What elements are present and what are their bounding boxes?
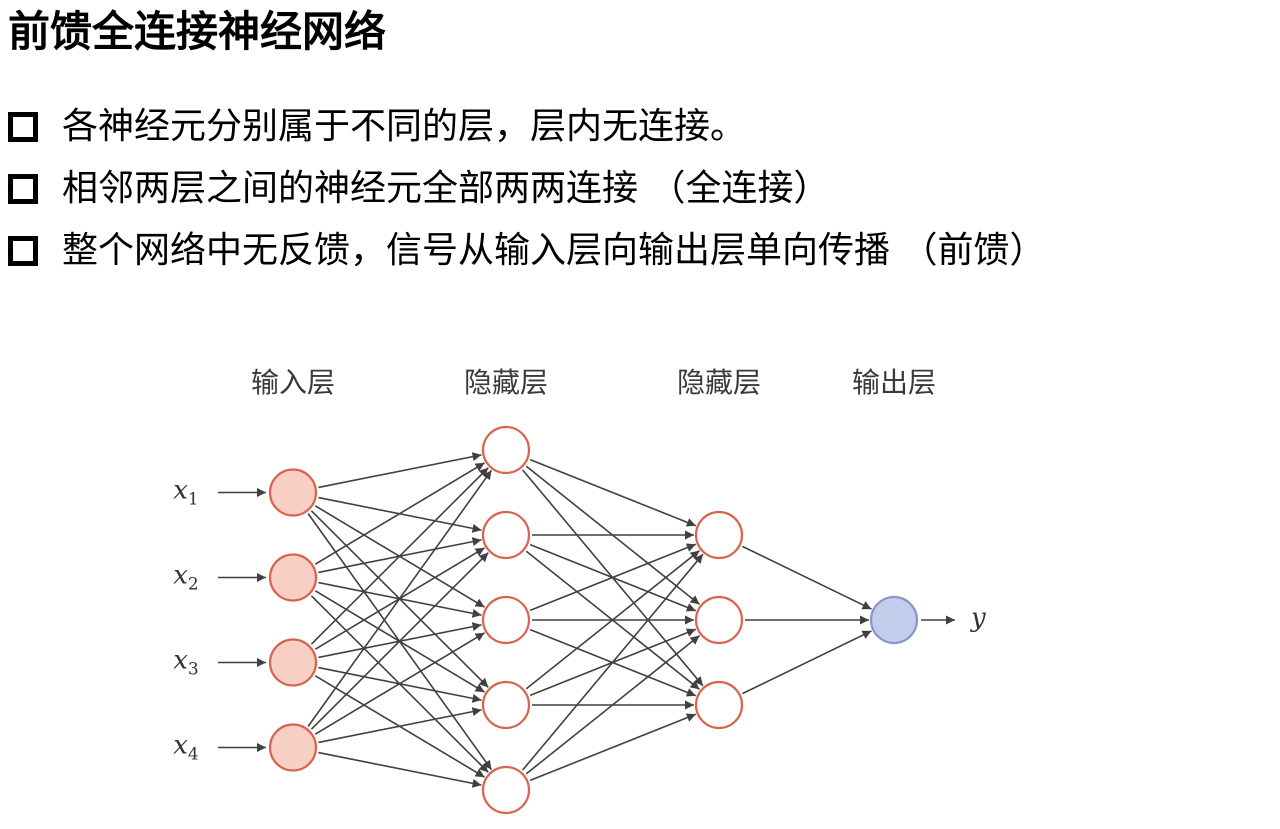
connection-edge-1-2-0 xyxy=(529,543,697,612)
neuron-layer3-1 xyxy=(694,510,744,560)
output-variable-label: y xyxy=(970,603,986,633)
bullet-item-2: 相邻两层之间的神经元全部两两连接 （全连接） xyxy=(8,158,1045,220)
layer-label-2: 隐藏层 xyxy=(464,366,548,399)
neuron-layer1-1 xyxy=(268,468,318,517)
connection-edge-1-4-0 xyxy=(522,553,704,771)
io-arrows: x1 x2 x3 x4 y xyxy=(173,476,986,765)
neuron-layer1-4 xyxy=(268,723,318,772)
bullet-text-3: 整个网络中无反馈，信号从输入层向输出层单向传播 （前馈） xyxy=(62,230,1046,271)
connection-edge-0-2-0 xyxy=(310,467,489,645)
square-bullet-icon xyxy=(8,174,38,204)
neurons xyxy=(268,425,919,815)
neuron-layer1-3 xyxy=(268,638,318,687)
bullet-list: 各神经元分别属于不同的层，层内无连接。 相邻两层之间的神经元全部两两连接 （全连… xyxy=(8,96,1045,282)
bullet-item-3: 整个网络中无反馈，信号从输入层向输出层单向传播 （前馈） xyxy=(8,220,1045,282)
connection-edge-1-4-1 xyxy=(525,634,700,775)
square-bullet-icon xyxy=(8,112,38,142)
connection-edge-0-3-1 xyxy=(310,552,489,730)
square-bullet-icon xyxy=(8,236,38,266)
connection-edge-0-0-0 xyxy=(318,452,482,489)
connection-edge-1-0-0 xyxy=(529,458,697,527)
neuron-layer3-2 xyxy=(694,595,744,645)
neuron-layer2-2 xyxy=(481,510,531,560)
input-variable-label-1: x1 xyxy=(173,476,199,510)
connection-edge-0-3-3 xyxy=(318,707,482,744)
neuron-layer2-3 xyxy=(481,595,531,645)
layer-label-4: 输出层 xyxy=(852,366,936,399)
neuron-layer1-2 xyxy=(268,553,318,602)
connection-edge-2-0-0 xyxy=(742,545,872,610)
input-variable-label-2: x2 xyxy=(173,561,199,595)
slide-title: 前馈全连接神经网络 xyxy=(8,7,387,56)
connection-edge-0-3-0 xyxy=(307,469,493,727)
connection-edge-1-4-2 xyxy=(529,713,697,782)
neuron-layer2-5 xyxy=(481,765,531,815)
connection-edge-0-3-2 xyxy=(314,632,485,735)
connection-edge-0-1-0 xyxy=(314,462,485,565)
neuron-layer2-4 xyxy=(481,680,531,730)
layer-labels: 输入层 隐藏层 隐藏层 输出层 xyxy=(251,366,936,399)
input-variable-label-3: x3 xyxy=(173,646,199,680)
neuron-layer2-1 xyxy=(481,425,531,475)
connection-edge-0-3-4 xyxy=(318,751,482,788)
layer-label-1: 输入层 xyxy=(251,366,335,399)
neuron-layer4-1 xyxy=(869,595,919,645)
bullet-text-2: 相邻两层之间的神经元全部两两连接 （全连接） xyxy=(62,168,830,209)
connection-edge-2-2-0 xyxy=(742,630,872,695)
bullet-text-1: 各神经元分别属于不同的层，层内无连接。 xyxy=(62,106,747,147)
connections xyxy=(307,452,872,788)
neuron-layer3-3 xyxy=(694,680,744,730)
bullet-item-1: 各神经元分别属于不同的层，层内无连接。 xyxy=(8,96,1045,158)
connection-edge-1-3-0 xyxy=(525,549,700,690)
input-variable-label-4: x4 xyxy=(173,731,199,765)
layer-label-3: 隐藏层 xyxy=(677,366,761,399)
